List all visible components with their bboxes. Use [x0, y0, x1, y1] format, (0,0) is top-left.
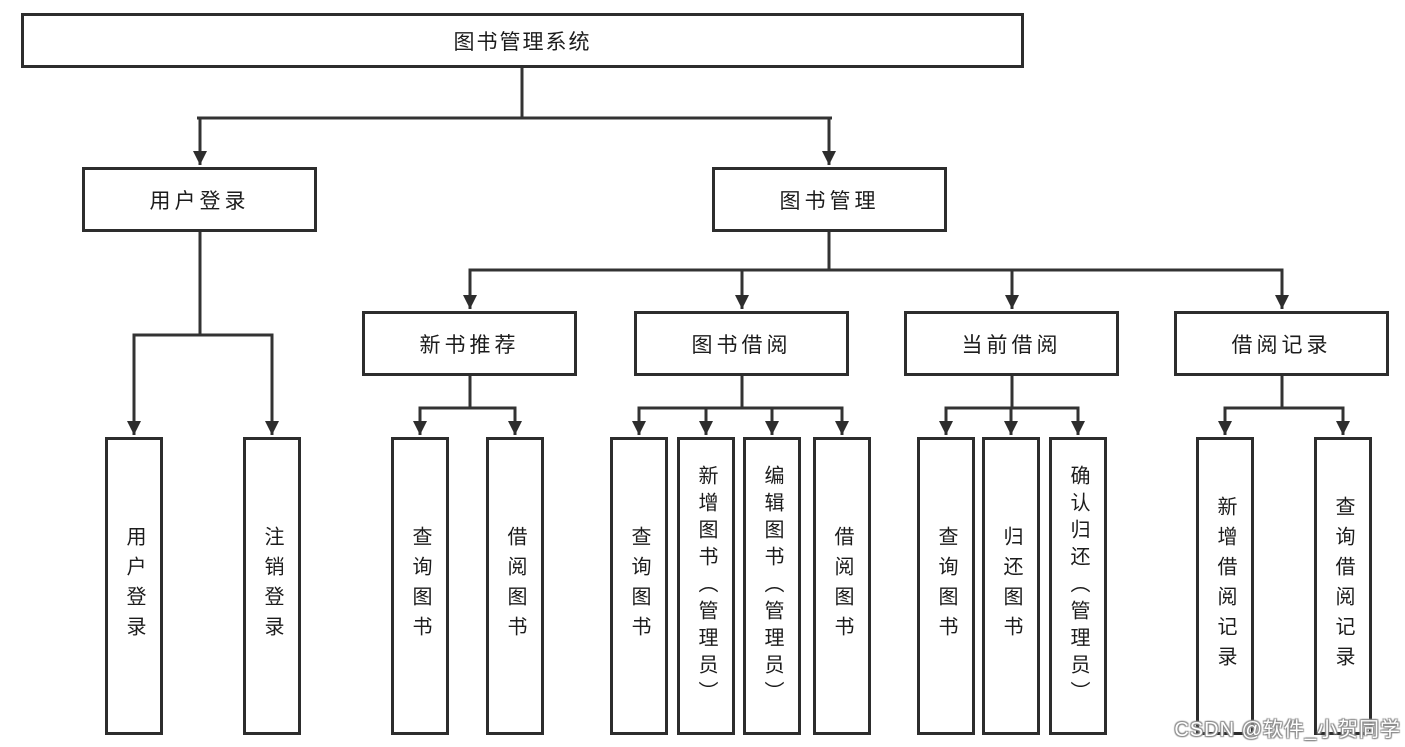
leaf-query-borrow-record-label: 查询借阅记录	[1332, 496, 1354, 676]
leaf-add-book-admin-label: 新增图书（管理员）	[695, 464, 717, 708]
leaf-user-login: 用户登录	[105, 437, 163, 735]
leaf-recommend-borrow-book-label: 借阅图书	[504, 526, 526, 646]
csdn-watermark: CSDN @软件_小贺同学	[1174, 719, 1401, 741]
node-new-book-recommend-label: 新书推荐	[419, 333, 520, 357]
node-new-book-recommend: 新书推荐	[362, 311, 577, 376]
node-current-borrowing: 当前借阅	[904, 311, 1119, 376]
leaf-add-borrow-record: 新增借阅记录	[1196, 437, 1254, 735]
leaf-borrowing-query-book-label: 查询图书	[628, 526, 650, 646]
leaf-borrowing-borrow-book: 借阅图书	[813, 437, 871, 735]
leaf-current-query-book-label: 查询图书	[935, 526, 957, 646]
leaf-logout: 注销登录	[243, 437, 301, 735]
node-user-login-label: 用户登录	[149, 189, 250, 213]
leaf-confirm-return-admin: 确认归还（管理员）	[1049, 437, 1107, 735]
leaf-user-login-label: 用户登录	[123, 526, 145, 646]
node-borrowing-records: 借阅记录	[1174, 311, 1389, 376]
node-borrowing-records-label: 借阅记录	[1231, 333, 1332, 357]
node-book-management: 图书管理	[712, 167, 947, 232]
node-library-system: 图书管理系统	[21, 13, 1024, 68]
leaf-edit-book-admin-label: 编辑图书（管理员）	[761, 464, 783, 708]
leaf-logout-label: 注销登录	[261, 526, 283, 646]
leaf-return-book: 归还图书	[982, 437, 1040, 735]
leaf-add-book-admin: 新增图书（管理员）	[677, 437, 735, 735]
node-user-login: 用户登录	[82, 167, 317, 232]
node-book-borrowing: 图书借阅	[634, 311, 849, 376]
leaf-confirm-return-admin-label: 确认归还（管理员）	[1067, 464, 1089, 708]
leaf-borrowing-borrow-book-label: 借阅图书	[831, 526, 853, 646]
leaf-recommend-query-book-label: 查询图书	[409, 526, 431, 646]
leaf-recommend-query-book: 查询图书	[391, 437, 449, 735]
node-book-borrowing-label: 图书借阅	[691, 333, 792, 357]
leaf-query-borrow-record: 查询借阅记录	[1314, 437, 1372, 735]
leaf-current-query-book: 查询图书	[917, 437, 975, 735]
node-book-management-label: 图书管理	[779, 189, 880, 213]
leaf-edit-book-admin: 编辑图书（管理员）	[743, 437, 801, 735]
leaf-return-book-label: 归还图书	[1000, 526, 1022, 646]
node-library-system-label: 图书管理系统	[453, 30, 592, 54]
leaf-borrowing-query-book: 查询图书	[610, 437, 668, 735]
leaf-recommend-borrow-book: 借阅图书	[486, 437, 544, 735]
node-current-borrowing-label: 当前借阅	[961, 333, 1062, 357]
leaf-add-borrow-record-label: 新增借阅记录	[1214, 496, 1236, 676]
